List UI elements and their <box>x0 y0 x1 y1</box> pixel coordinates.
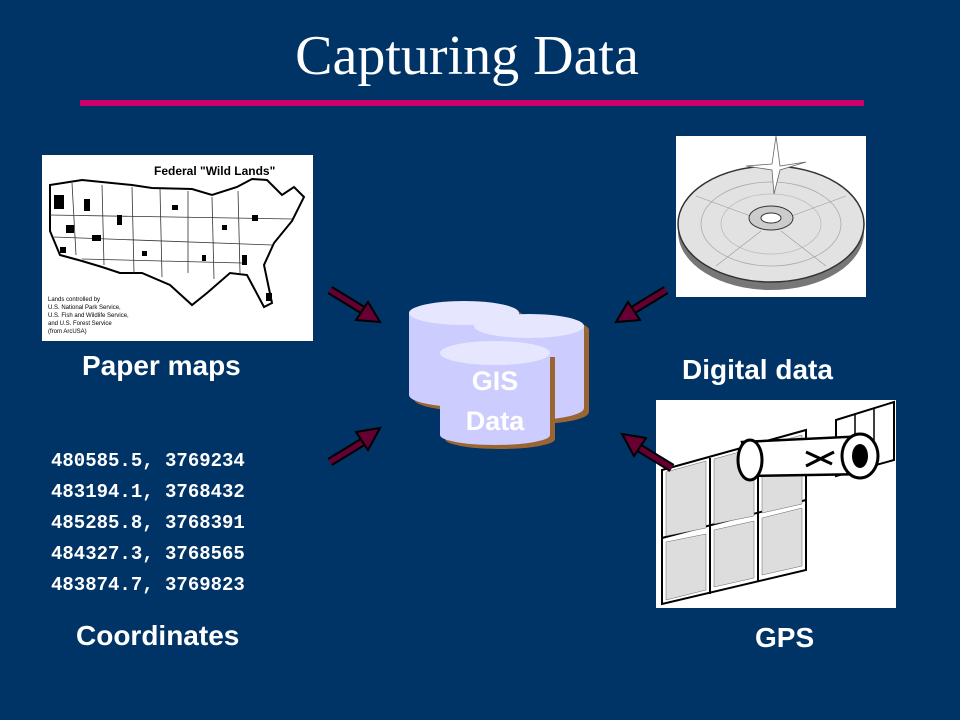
gis-database-icon: GIS Data <box>400 300 600 450</box>
map-legend-line: and U.S. Forest Service <box>48 321 112 327</box>
arrow-icon <box>610 286 670 330</box>
arrow-icon <box>326 286 386 330</box>
arrow-icon <box>616 428 676 472</box>
map-legend-line: U.S. National Park Service, <box>48 305 121 311</box>
gis-label-line2: Data <box>465 406 525 436</box>
label-gps: GPS <box>755 622 815 653</box>
coordinate-row: 484327.3, 3768565 <box>51 543 245 565</box>
map-title: Federal "Wild Lands" <box>154 164 275 178</box>
coordinate-row: 485285.8, 3768391 <box>51 512 245 534</box>
map-legend-line: U.S. Fish and Wildlife Service, <box>48 313 129 319</box>
map-legend-line: (from ArcUSA) <box>48 329 87 335</box>
cd-rom-image <box>676 136 866 297</box>
title-underline <box>80 100 864 106</box>
label-digital-data: Digital data <box>682 354 833 385</box>
coordinate-row: 483194.1, 3768432 <box>51 481 245 503</box>
map-legend-line: Lands controlled by <box>48 297 100 303</box>
coordinate-row: 483874.7, 3769823 <box>51 574 245 596</box>
us-map-image: Federal "Wild Lands" Lands controlled by… <box>42 155 313 341</box>
coordinate-row: 480585.5, 3769234 <box>51 450 245 472</box>
gis-label-line1: GIS <box>471 366 519 396</box>
label-coordinates: Coordinates <box>76 620 240 651</box>
slide-title: Capturing Data <box>295 25 639 87</box>
arrow-icon <box>326 422 386 466</box>
label-paper-maps: Paper maps <box>82 350 241 381</box>
gps-satellite-image <box>656 400 896 608</box>
